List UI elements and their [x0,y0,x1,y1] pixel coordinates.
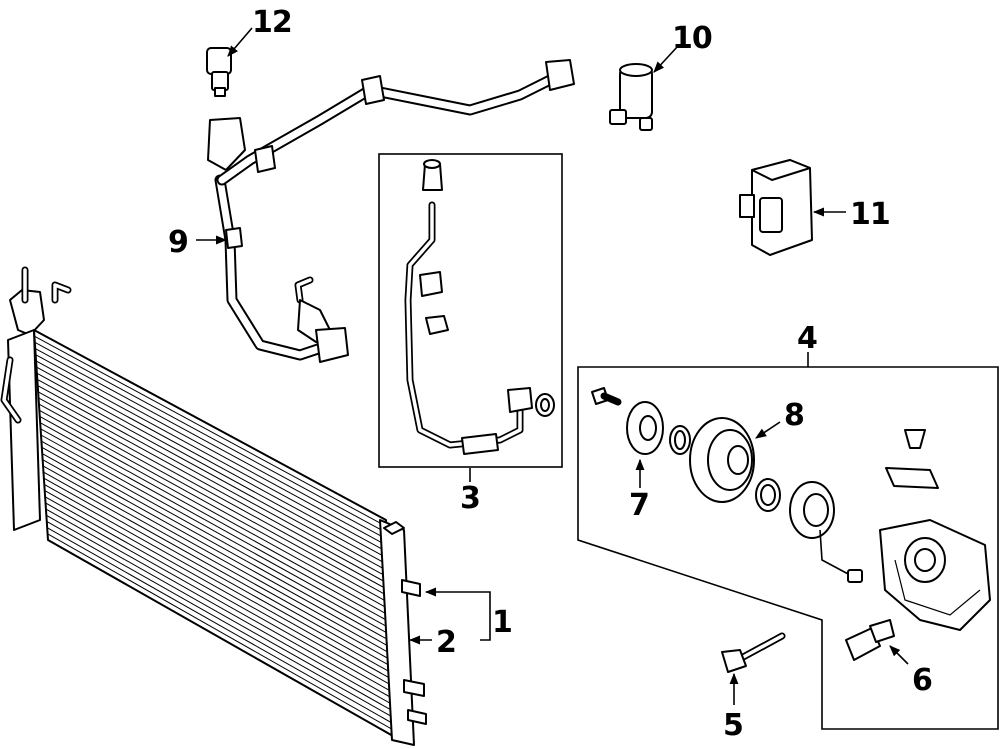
control-module [739,159,813,256]
condenser-fin-line [42,459,395,657]
condenser-fin-line [44,490,397,689]
callout-3: 3 [460,481,480,516]
condenser-fin-line [46,521,400,722]
condenser-fin-line [44,483,397,683]
condenser-fin-line [35,360,389,553]
pressure-relief-valve [845,619,895,661]
condenser-fin-line [39,422,393,618]
compressor-box [577,366,999,730]
condenser-fin-line [39,409,392,605]
callout-8: 8 [784,398,804,433]
callout-5: 5 [723,708,743,743]
condenser-fin-line [46,514,399,715]
condenser-fin-line [46,527,400,728]
condenser-fin-line [41,453,395,650]
condenser-fin-line [45,508,399,709]
condenser-fin-line [37,378,390,573]
condenser-fin-line [38,397,391,592]
pressure-sensor [206,47,232,97]
condenser-fin-line [43,477,397,676]
condenser-fin-line [37,385,390,579]
condenser-fin-line [34,335,387,527]
callout-11: 11 [850,197,890,232]
callout-9: 9 [168,225,188,260]
control-valve [609,63,653,131]
condenser-fin-line [47,533,400,734]
condenser-fin-line [36,372,390,566]
condenser-fin-line [40,428,393,624]
callout-6: 6 [912,663,932,698]
suction-hose-assembly [207,59,575,363]
condenser-fin-line [39,416,393,612]
condenser-fin-line [44,496,398,696]
callout-7: 7 [629,488,649,523]
callout-12: 12 [252,5,292,40]
condenser-fin-line [35,354,388,547]
condenser-fin-line [41,440,394,637]
callout-4: 4 [797,321,817,356]
condenser [0,266,427,746]
condenser-fin-line [38,403,392,599]
condenser-fin-line [34,341,388,534]
condenser-fin-line [42,465,396,663]
leader-lines [196,27,909,705]
condenser-fin-line [45,502,398,702]
condenser-fin-line [41,446,395,644]
condenser-fin-line [37,391,391,586]
callout-2: 2 [436,625,456,660]
condenser-fin-line [36,366,389,560]
condenser-fin-line [43,471,396,670]
callout-10: 10 [672,21,712,56]
callout-labels: 1 2 3 4 5 6 7 8 9 10 11 12 [168,5,933,743]
callout-1: 1 [492,605,512,640]
condenser-fins [34,335,400,734]
condenser-fin-line [34,348,388,540]
mounting-bolt [721,632,786,673]
condenser-fin-line [40,434,394,631]
liquid-line-box [378,153,563,468]
